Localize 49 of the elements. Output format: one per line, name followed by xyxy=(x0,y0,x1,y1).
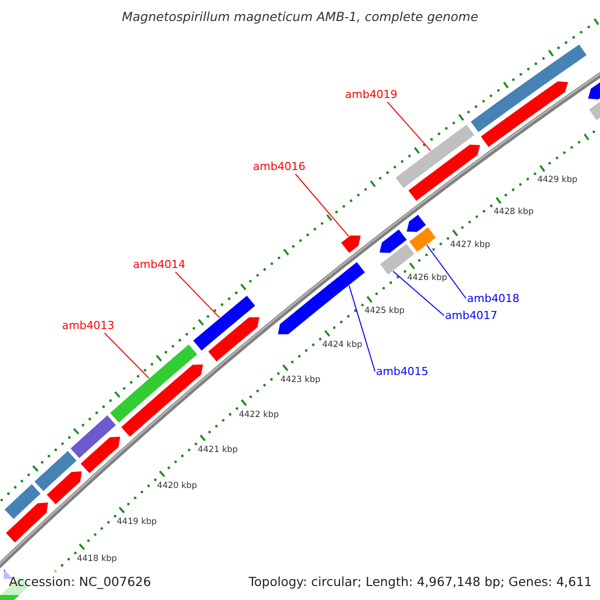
gene-bar xyxy=(46,471,82,504)
gene-label: amb4014 xyxy=(133,258,186,271)
scale-label: 4423 kbp xyxy=(280,374,320,386)
summary-text: Topology: circular; Length: 4,967,148 bp; Genes: 4,611 xyxy=(248,574,592,589)
leader-line xyxy=(104,332,150,379)
leader-line xyxy=(392,270,444,316)
scale-label: 4426 kbp xyxy=(407,272,448,284)
scale-label: 4425 kbp xyxy=(364,306,405,318)
gene-bar xyxy=(34,451,76,492)
gene-label: amb4018 xyxy=(467,292,520,305)
gene-bar xyxy=(380,229,407,253)
scale-label: 4429 kbp xyxy=(537,175,578,186)
title: Magnetospirillum magneticum AMB-1, complete genome xyxy=(120,9,480,24)
gene-bar xyxy=(341,235,361,253)
gene-label: amb4015 xyxy=(376,365,428,378)
gene-bar xyxy=(380,244,414,275)
gene-bar xyxy=(396,124,474,188)
scale-label: 4427 kbp xyxy=(450,240,490,251)
scale-label: 4428 kbp xyxy=(494,207,534,218)
gene-bar xyxy=(480,81,568,147)
gene-bar xyxy=(409,227,436,252)
gene-bar xyxy=(408,144,480,201)
scale-label: 4418 kbp xyxy=(76,554,117,565)
gene-label: amb4019 xyxy=(345,88,398,101)
gene-bar xyxy=(208,317,260,362)
leader-line xyxy=(294,174,350,237)
gene-bar xyxy=(6,502,48,542)
gene-bar xyxy=(110,344,198,423)
leader-line xyxy=(426,244,466,299)
gene-bar xyxy=(4,484,41,520)
gene-bar xyxy=(121,364,203,437)
leader-line xyxy=(174,272,220,318)
scale-label: 4421 kbp xyxy=(198,444,238,456)
scale-label: 4419 kbp xyxy=(116,517,157,528)
scale-label: 4424 kbp xyxy=(322,340,362,352)
gene-bar xyxy=(278,262,365,334)
gene-bar xyxy=(70,415,116,458)
gene-label: amb4013 xyxy=(62,319,114,332)
gene-label: amb4016 xyxy=(253,160,306,173)
gene-bar xyxy=(193,296,256,351)
accession-text: Accession: NC_007626 xyxy=(9,574,152,589)
gene-bar xyxy=(470,44,587,132)
scale-label: 4422 kbp xyxy=(238,410,279,421)
leader-line xyxy=(386,102,432,152)
gene-bar xyxy=(406,214,426,232)
scale-label: 4420 kbp xyxy=(157,480,198,492)
gene-label: amb4017 xyxy=(445,309,498,322)
gene-bar xyxy=(80,436,120,474)
leader-line xyxy=(348,285,376,372)
